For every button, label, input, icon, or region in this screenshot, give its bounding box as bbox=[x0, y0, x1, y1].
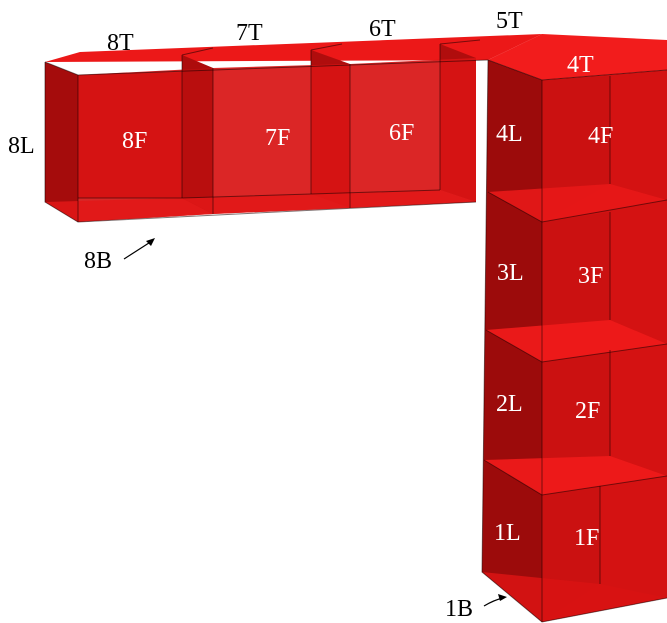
label-8f: 8F bbox=[122, 128, 147, 154]
label-3f: 3F bbox=[578, 263, 603, 289]
vertical-column bbox=[481, 34, 667, 623]
label-7f: 7F bbox=[265, 125, 290, 151]
arrow-1b-icon bbox=[483, 594, 507, 607]
cube-8 bbox=[45, 55, 213, 222]
cube-8-left-face bbox=[45, 62, 78, 222]
cube-8-floor bbox=[45, 198, 213, 222]
cube-6-front-face bbox=[350, 58, 476, 208]
cube-6 bbox=[311, 44, 476, 208]
label-3l: 3L bbox=[497, 260, 524, 286]
label-8t: 8T bbox=[107, 30, 134, 56]
label-4f: 4F bbox=[588, 123, 613, 149]
label-2f: 2F bbox=[575, 398, 600, 424]
cube-8-front-face bbox=[78, 68, 213, 222]
cube-4-floor bbox=[488, 184, 667, 222]
cube-7 bbox=[182, 50, 350, 214]
label-8l: 8L bbox=[8, 133, 35, 159]
cube-7-left-inner bbox=[182, 55, 213, 214]
label-6f: 6F bbox=[389, 120, 414, 146]
label-1l: 1L bbox=[494, 520, 521, 546]
label-7t: 7T bbox=[236, 20, 263, 46]
pointer-arrows bbox=[123, 238, 507, 607]
cube-6-floor bbox=[311, 190, 476, 208]
cube-4-top-face bbox=[488, 34, 667, 80]
cube-7-front-face bbox=[213, 64, 350, 214]
label-1f: 1F bbox=[574, 525, 599, 551]
arrow-8b-icon bbox=[123, 238, 155, 260]
label-8b: 8B bbox=[84, 248, 112, 274]
cube-1-floor bbox=[482, 572, 667, 622]
cube-2-floor bbox=[484, 456, 667, 495]
arm-top-face bbox=[45, 34, 542, 62]
horizontal-arm bbox=[44, 34, 542, 223]
label-4t: 4T bbox=[567, 52, 594, 78]
label-1b: 1B bbox=[445, 596, 473, 622]
cube-3-floor bbox=[486, 320, 667, 362]
cube-7-floor bbox=[182, 194, 350, 214]
labels: 8T 7T 6T 5T 4T 8L 8F 7F 6F 4L 4F 3L 3F 2… bbox=[8, 8, 613, 622]
label-5t: 5T bbox=[496, 8, 523, 34]
label-6t: 6T bbox=[369, 16, 396, 42]
label-2l: 2L bbox=[496, 391, 523, 417]
label-4l: 4L bbox=[496, 121, 523, 147]
